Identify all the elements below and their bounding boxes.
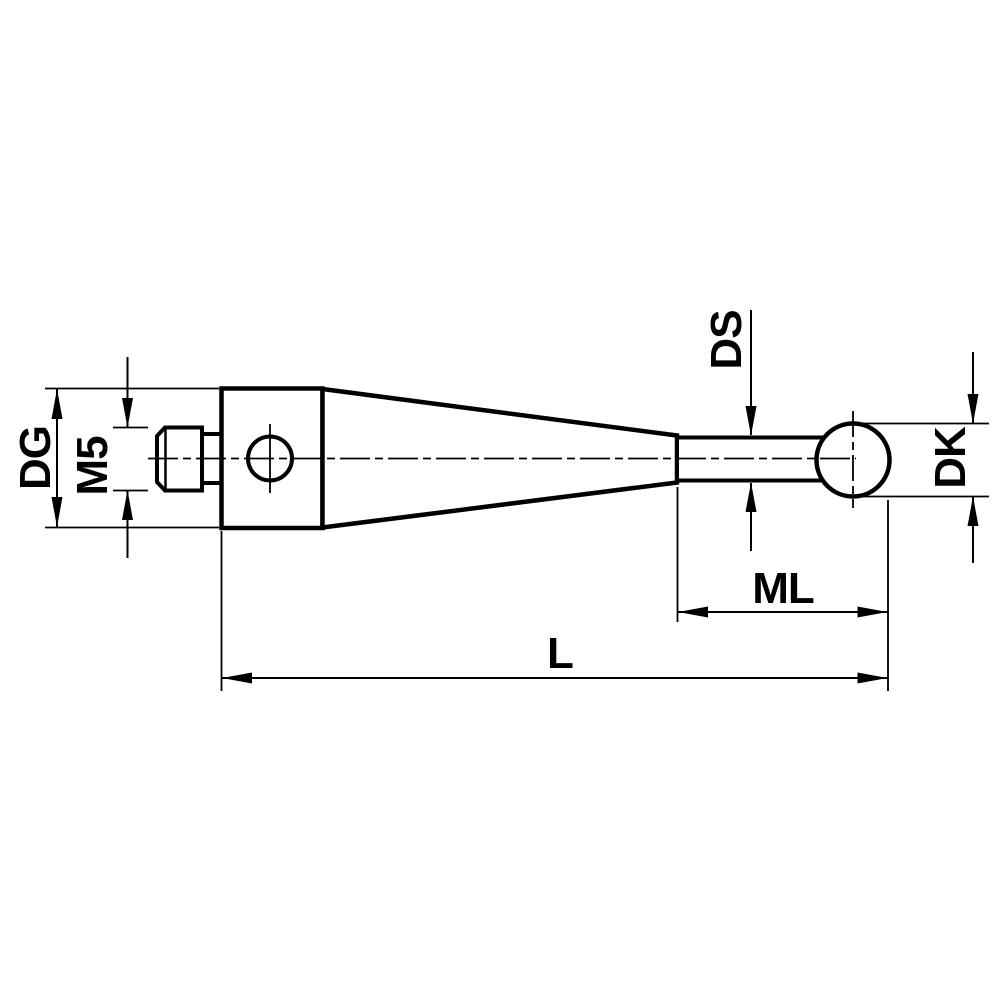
dg-arrow-down-icon (51, 497, 63, 527)
centerlines (148, 411, 856, 508)
m5-arrow-down-icon (122, 398, 133, 428)
ml-label: ML (752, 564, 814, 613)
dimension-dk: DK (853, 352, 989, 563)
m5-label: M5 (68, 436, 117, 496)
dimension-m5: M5 (68, 357, 148, 558)
dimension-l: L (220, 531, 888, 691)
ml-arrow-left-icon (678, 606, 708, 618)
dg-arrow-up-icon (51, 389, 63, 419)
dimension-ds: DS (702, 310, 757, 551)
m5-arrow-up-icon (122, 490, 133, 520)
l-label: L (547, 629, 573, 678)
ds-arrow-up-icon (745, 482, 757, 512)
l-arrow-right-icon (857, 672, 888, 684)
dimension-dg: DG (11, 387, 219, 529)
dimension-ml: ML (676, 487, 889, 691)
dk-label: DK (926, 426, 975, 489)
l-arrow-left-icon (222, 672, 252, 684)
ds-arrow-down-icon (745, 406, 757, 436)
dg-label: DG (11, 426, 60, 490)
ds-label: DS (702, 310, 751, 369)
ml-arrow-right-icon (857, 606, 888, 618)
dk-arrow-up-icon (967, 496, 979, 526)
dk-arrow-down-icon (967, 394, 979, 424)
thread-stud (155, 425, 204, 493)
